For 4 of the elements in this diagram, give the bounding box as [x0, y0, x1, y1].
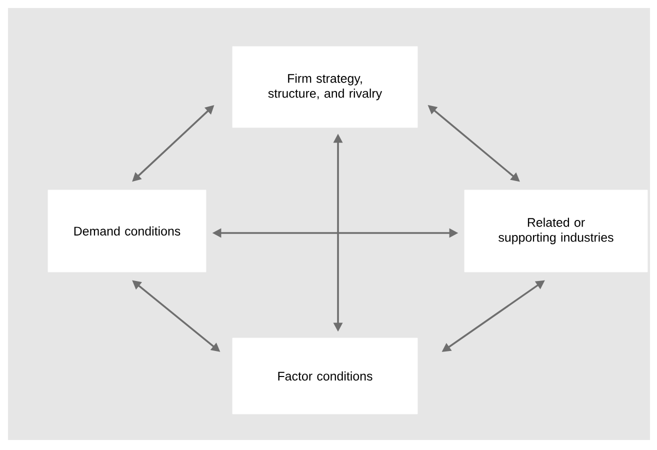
box: Firm strategy, structure, and rivalry — [232, 46, 418, 128]
box: Demand conditions — [48, 190, 206, 272]
box: Factor conditions — [232, 338, 418, 414]
box: Related or supporting industries — [464, 190, 648, 272]
